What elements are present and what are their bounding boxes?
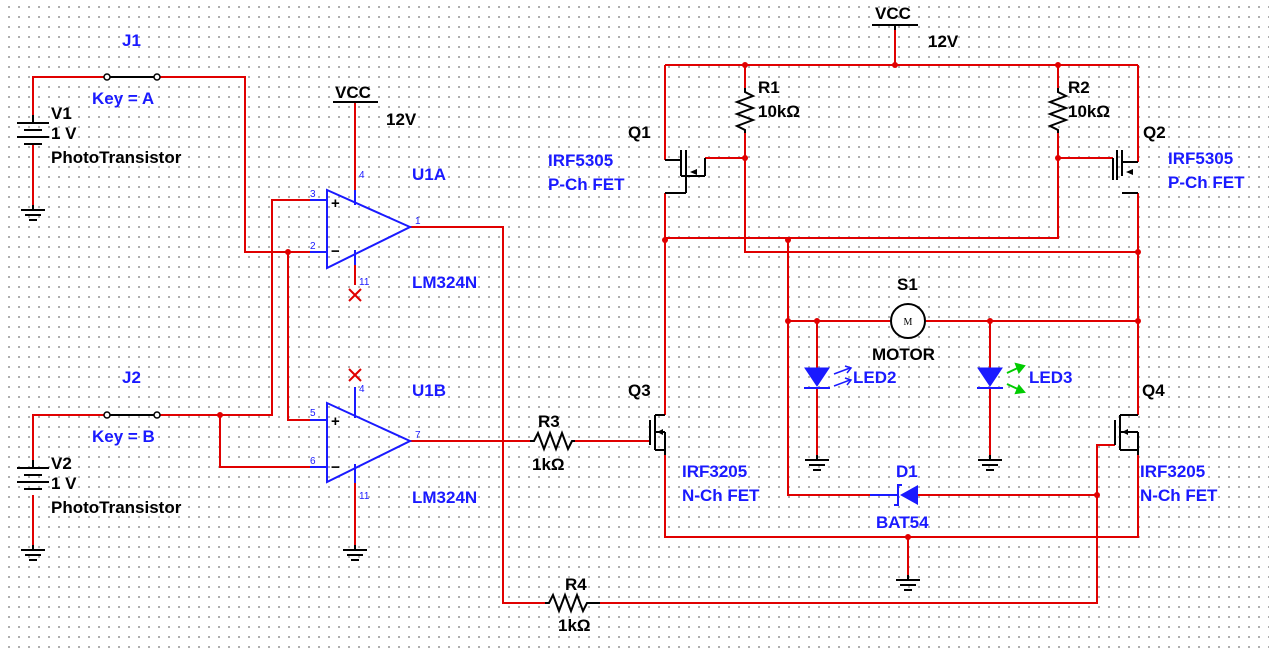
vcc-left-value: 12V — [386, 110, 417, 129]
u1b-pin-out: 7 — [415, 430, 421, 441]
ground-icon — [896, 575, 920, 591]
vcc-right-value: 12V — [928, 32, 959, 51]
led3-ref: LED3 — [1029, 368, 1072, 387]
resistor-r4[interactable]: R4 1kΩ — [545, 575, 600, 635]
mosfet-q1-part: IRF5305 — [548, 151, 613, 170]
switch-j2-key: Key = B — [92, 427, 155, 446]
resistor-r1-ref: R1 — [758, 78, 780, 97]
led-led3[interactable]: LED3 — [977, 362, 1072, 395]
mosfet-q2[interactable]: Q2 IRF5305 P-Ch FET — [1112, 123, 1245, 194]
svg-text:+: + — [331, 195, 340, 212]
mosfet-q4[interactable]: Q4 IRF3205 N-Ch FET — [1114, 381, 1218, 505]
mosfet-q3-part: IRF3205 — [682, 462, 747, 481]
mosfet-q4-ref: Q4 — [1142, 381, 1165, 400]
switch-j2[interactable]: J2 Key = B — [92, 368, 161, 446]
u1b-pin-vcc: 4 — [359, 384, 365, 395]
u1a-pin-out: 1 — [415, 216, 421, 227]
mosfet-q1[interactable]: Q1 IRF5305 P-Ch FET — [548, 123, 706, 194]
opamp-u1b[interactable]: + − 5 6 7 4 11 U1B LM324N — [310, 368, 477, 507]
source-v1-value: 1 V — [51, 124, 77, 143]
resistor-r3-value: 1kΩ — [532, 455, 565, 474]
vcc-right-net: VCC — [875, 4, 911, 23]
motor-ref: S1 — [897, 275, 918, 294]
resistor-r4-value: 1kΩ — [558, 616, 591, 635]
resistor-r3-ref: R3 — [538, 412, 560, 431]
motor-s1[interactable]: M S1 MOTOR — [872, 275, 935, 364]
no-connect-icon — [348, 288, 362, 302]
mosfet-q3-type: N-Ch FET — [682, 486, 760, 505]
opamp-u1b-ref: U1B — [412, 381, 446, 400]
ground-icon — [21, 545, 45, 561]
mosfet-q3[interactable]: Q3 IRF3205 N-Ch FET — [628, 381, 760, 505]
opamp-u1a-ref: U1A — [412, 165, 446, 184]
mosfet-q1-type: P-Ch FET — [548, 175, 625, 194]
mosfet-q1-ref: Q1 — [628, 123, 651, 142]
u1b-pin-in-plus: 5 — [310, 408, 316, 419]
source-v2-value: 1 V — [51, 474, 77, 493]
mosfet-q4-type: N-Ch FET — [1140, 486, 1218, 505]
motor-symbol: M — [904, 317, 913, 328]
u1b-pin-gnd: 11 — [359, 491, 370, 502]
resistor-r4-ref: R4 — [565, 575, 587, 594]
switch-j2-ref: J2 — [122, 368, 141, 387]
junctions — [217, 62, 1141, 540]
svg-text:−: − — [331, 243, 340, 260]
vcc-left: VCC 12V — [333, 83, 417, 129]
ground-icon — [805, 455, 829, 471]
u1a-pin-gnd: 11 — [359, 277, 370, 288]
mosfet-q2-ref: Q2 — [1143, 123, 1166, 142]
diode-d1-part: BAT54 — [876, 513, 929, 532]
diode-d1-ref: D1 — [896, 462, 918, 481]
svg-text:−: − — [331, 459, 340, 476]
opamp-u1a[interactable]: + − 3 2 1 4 11 U1A LM324N — [310, 165, 477, 302]
source-v1-ref: V1 — [51, 104, 72, 123]
mosfet-q4-part: IRF3205 — [1140, 462, 1205, 481]
vcc-left-net: VCC — [335, 83, 371, 102]
resistor-r1[interactable]: R1 10kΩ — [734, 78, 800, 133]
mosfet-q2-type: P-Ch FET — [1168, 173, 1245, 192]
no-connect-icon — [348, 368, 362, 382]
ground-icon — [978, 455, 1002, 471]
diode-d1[interactable]: D1 BAT54 — [870, 462, 929, 532]
light-arrow-icon — [1006, 362, 1026, 395]
mosfet-q2-part: IRF5305 — [1168, 149, 1233, 168]
ground-icon — [343, 545, 367, 561]
source-v2-label: PhotoTransistor — [51, 498, 182, 517]
switch-j1-ref: J1 — [122, 31, 141, 50]
vcc-right: VCC 12V — [872, 4, 959, 51]
resistor-r2-value: 10kΩ — [1068, 102, 1110, 121]
resistor-r2-ref: R2 — [1068, 78, 1090, 97]
source-v2: V2 1 V PhotoTransistor — [17, 454, 182, 517]
wires — [32, 30, 1139, 604]
source-v2-ref: V2 — [51, 454, 72, 473]
mosfet-q3-ref: Q3 — [628, 381, 651, 400]
light-arrow-icon — [833, 365, 853, 387]
svg-text:+: + — [331, 413, 340, 430]
source-v1: V1 1 V PhotoTransistor — [17, 104, 182, 167]
switch-j1-key: Key = A — [92, 89, 154, 108]
ground-icon — [21, 205, 45, 221]
led2-ref: LED2 — [853, 368, 896, 387]
source-v1-label: PhotoTransistor — [51, 148, 182, 167]
switch-j1[interactable]: J1 Key = A — [92, 31, 161, 108]
resistor-r1-value: 10kΩ — [758, 102, 800, 121]
opamp-u1b-part: LM324N — [412, 488, 477, 507]
resistor-r2[interactable]: R2 10kΩ — [1047, 78, 1110, 133]
resistor-r3[interactable]: R3 1kΩ — [530, 412, 575, 474]
led-led2[interactable]: LED2 — [804, 365, 896, 389]
u1a-pin-in-minus: 2 — [310, 241, 316, 252]
ground-icons — [21, 205, 1002, 591]
motor-label: MOTOR — [872, 345, 935, 364]
opamp-u1a-part: LM324N — [412, 273, 477, 292]
u1a-pin-vcc: 4 — [359, 170, 365, 181]
u1b-pin-in-minus: 6 — [310, 456, 316, 467]
u1a-pin-in-plus: 3 — [310, 189, 316, 200]
